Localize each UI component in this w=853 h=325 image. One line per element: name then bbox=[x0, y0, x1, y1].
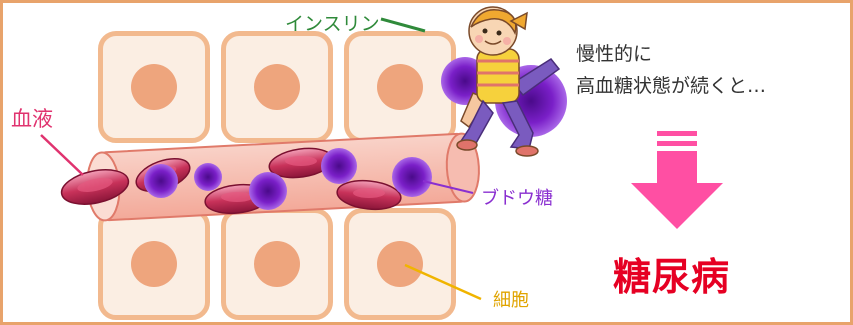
insulin-character-icon bbox=[456, 6, 561, 157]
condition-text-line2: 高血糖状態が続くと… bbox=[576, 75, 767, 97]
blood-pointer-line bbox=[40, 134, 84, 176]
insulin-pointer-line bbox=[380, 17, 426, 33]
cell-nucleus bbox=[377, 64, 423, 110]
glucose-molecule bbox=[249, 172, 287, 210]
glucose-molecule bbox=[144, 164, 178, 198]
glucose-molecule bbox=[392, 157, 432, 197]
diagram-graphics bbox=[40, 6, 723, 301]
glucose-label: ブドウ糖 bbox=[481, 188, 553, 209]
cell-label: 細胞 bbox=[493, 290, 529, 311]
glucose-molecule bbox=[194, 163, 222, 191]
condition-text-line1: 慢性的に bbox=[576, 43, 653, 65]
cell-nucleus bbox=[131, 241, 177, 287]
red-blood-cell bbox=[60, 169, 130, 205]
body-cell bbox=[221, 31, 333, 143]
glucose-pointer-line bbox=[422, 180, 474, 194]
red-blood-cell bbox=[268, 147, 334, 179]
result-label: 糖尿病 bbox=[613, 255, 731, 299]
cell-nucleus bbox=[254, 241, 300, 287]
body-cell bbox=[344, 208, 456, 320]
insulin-label: インスリン bbox=[285, 13, 380, 35]
blood-label: 血液 bbox=[11, 107, 53, 131]
cell-nucleus bbox=[254, 64, 300, 110]
red-blood-cell bbox=[336, 179, 402, 211]
down-arrow-icon bbox=[631, 131, 723, 229]
body-cell bbox=[98, 31, 210, 143]
glucose-molecule bbox=[321, 148, 357, 184]
body-cell bbox=[98, 208, 210, 320]
cell-nucleus bbox=[377, 241, 423, 287]
cell-pointer-line bbox=[404, 263, 482, 301]
cell-nucleus bbox=[131, 64, 177, 110]
